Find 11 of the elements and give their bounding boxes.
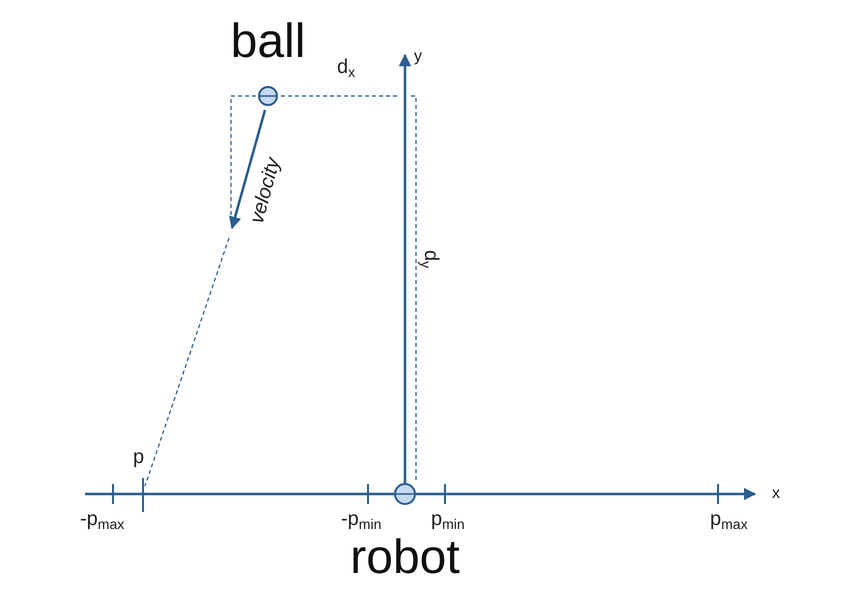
object-label: robot — [349, 532, 461, 584]
axis-label: y — [414, 47, 422, 67]
tick-label: p$_{max}$ — [710, 508, 748, 534]
position-label: p — [133, 446, 144, 468]
tick-label: -p$_{max}$ — [80, 508, 124, 534]
vector-label: velocity — [246, 156, 285, 226]
object-label: ball — [230, 16, 306, 68]
axis-label: x — [772, 484, 780, 504]
tick-label: -p$_{min}$ — [341, 508, 382, 534]
tick-label: p$_{min}$ — [431, 508, 465, 534]
dimension-label: d$_{x}$ — [337, 56, 356, 82]
